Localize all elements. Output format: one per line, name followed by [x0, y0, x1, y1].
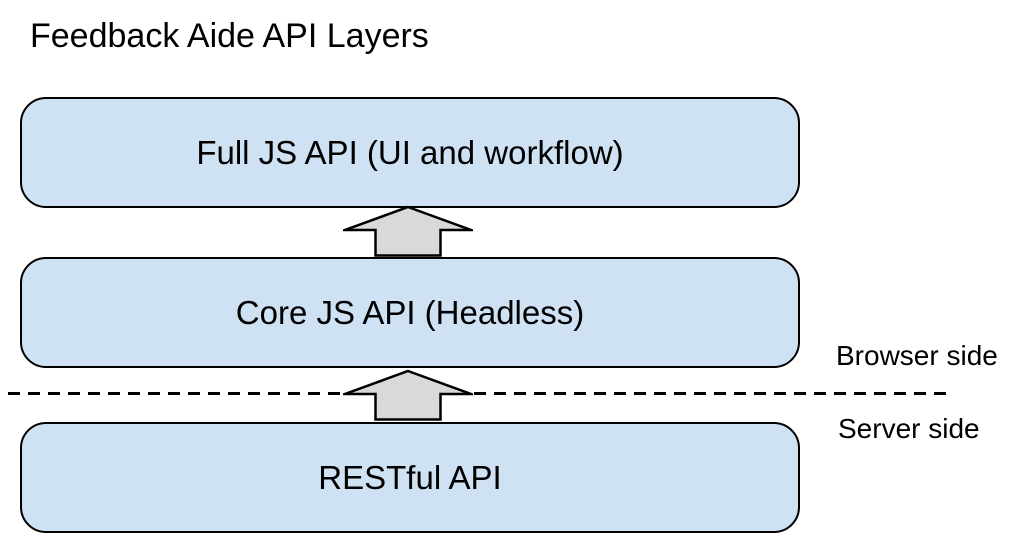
- up-arrow-icon-core-to-full: [343, 205, 473, 257]
- layer-box-restful-api: RESTful API: [20, 422, 800, 533]
- up-arrow-icon-rest-to-core: [343, 369, 473, 421]
- layer-label-core-js-api: Core JS API (Headless): [235, 294, 585, 331]
- browser-server-divider-left: [8, 392, 341, 395]
- diagram-title: Feedback Aide API Layers: [30, 17, 429, 55]
- layer-label-full-js-api: Full JS API (UI and workflow): [196, 134, 624, 171]
- browser-server-divider-right: [474, 392, 947, 395]
- server-side-label: Server side: [838, 413, 980, 444]
- layer-box-full-js-api: Full JS API (UI and workflow): [20, 97, 800, 208]
- layer-box-core-js-api: Core JS API (Headless): [20, 257, 800, 368]
- browser-side-label: Browser side: [836, 340, 998, 371]
- layer-label-restful-api: RESTful API: [318, 459, 502, 496]
